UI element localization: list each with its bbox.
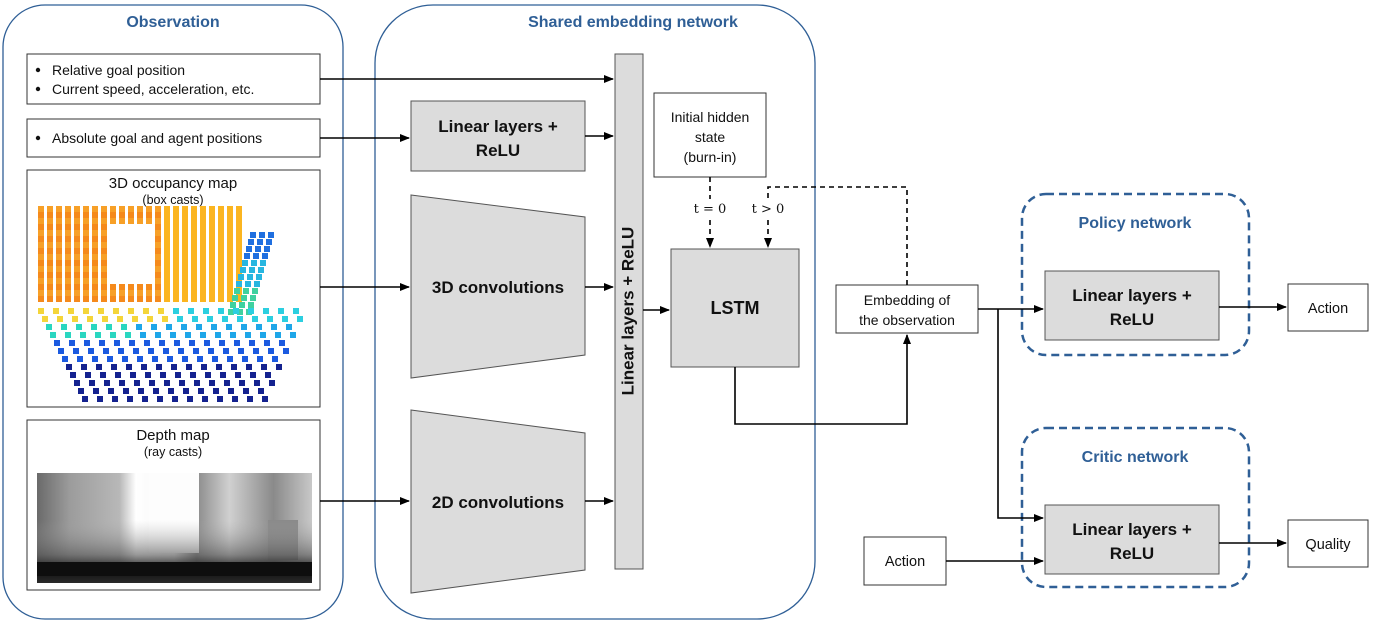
vertical-linear-relu-label: Linear layers + ReLU [618,227,637,396]
conv3d-label: 3D convolutions [432,278,564,297]
bullet-icon [35,86,41,92]
lstm-block [670,248,800,368]
recurrent-dashed-arrows [706,177,908,285]
depth-map-image [37,473,312,583]
lstm-label: LSTM [711,298,760,318]
observation-region [2,4,344,620]
policy-network-title: Policy network [1079,215,1192,232]
occupancy-voxel-image [38,206,303,402]
embedding-line1: Embedding of [864,292,951,308]
policy-linear-relu-line1: Linear layers + [1072,286,1192,305]
absolute-goal-text: Absolute goal and agent positions [52,130,262,146]
absolute-goal-box [26,118,321,158]
critic-linear-relu-block [1044,504,1220,575]
critic-linear-relu-line2: ReLU [1110,544,1154,563]
shared-embedding-region [374,4,816,620]
shared-embedding-title: Shared embedding network [528,14,738,31]
hidden-state-line1: Initial hidden [671,109,750,125]
policy-linear-relu-block [1044,270,1220,341]
t-greater-zero-label: t > 0 [752,202,785,217]
connection-arrows [320,75,1287,565]
quality-output-box [1287,519,1369,568]
action-output-label: Action [1308,301,1348,317]
t-equals-zero-label: t = 0 [694,202,727,217]
linear-relu-line1: Linear layers + [438,117,558,136]
depth-map-subtitle: (ray casts) [144,445,202,459]
relative-goal-box [26,53,321,105]
relative-goal-text: Relative goal position [52,62,185,78]
hidden-state-line3: (burn-in) [684,149,737,165]
occupancy-map-title: 3D occupancy map [109,175,237,192]
depth-map-title: Depth map [136,427,209,444]
occupancy-map-subtitle: (box casts) [142,193,203,207]
current-speed-text: Current speed, acceleration, etc. [52,81,254,97]
policy-network-region [1020,192,1251,357]
critic-linear-relu-line1: Linear layers + [1072,520,1192,539]
policy-linear-relu-line2: ReLU [1110,310,1154,329]
conv2d-block [410,409,586,594]
quality-output-label: Quality [1305,537,1351,553]
hidden-state-line2: state [695,129,726,145]
embedding-line2: the observation [859,312,955,328]
conv3d-block [410,194,586,379]
observation-title: Observation [126,14,219,31]
conv2d-label: 2D convolutions [432,493,564,512]
action-input-box [863,536,947,586]
bullet-icon [35,135,41,141]
vertical-linear-relu-block [614,53,644,570]
linear-relu-line2: ReLU [476,141,520,160]
action-input-label: Action [885,554,925,570]
action-output-box [1287,283,1369,332]
critic-network-title: Critic network [1082,449,1189,466]
bullet-icon [35,67,41,73]
linear-relu-block [410,100,586,172]
